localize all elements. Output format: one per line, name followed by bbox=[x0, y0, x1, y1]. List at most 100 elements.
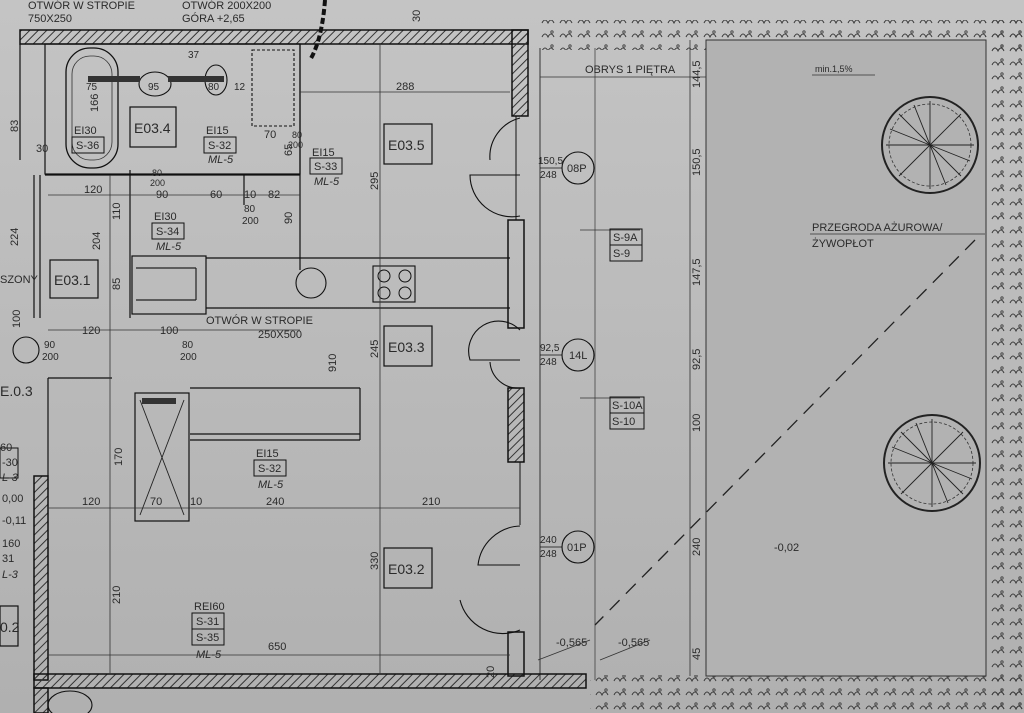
dim: 650 bbox=[268, 641, 286, 653]
partition-diagonal bbox=[594, 239, 976, 626]
level-a: -0,565 bbox=[556, 637, 587, 649]
dim-v: 240 bbox=[691, 538, 703, 556]
room-label: E03.2 bbox=[388, 561, 425, 577]
dim-v: 245 bbox=[369, 340, 381, 358]
wall-code: S-33 bbox=[314, 161, 337, 173]
dim: 80 bbox=[292, 130, 302, 140]
sink-icon bbox=[138, 71, 172, 97]
terrace-area bbox=[705, 39, 987, 677]
room-label: E.0.3 bbox=[0, 383, 33, 399]
door-height: 248 bbox=[540, 549, 557, 560]
bathroom-outline bbox=[44, 43, 301, 175]
window-code: S-10 bbox=[612, 416, 635, 428]
left-word: SZONY bbox=[0, 274, 39, 286]
wall-code: S-34 bbox=[156, 226, 179, 238]
dim: 12 bbox=[234, 82, 246, 93]
dim-v: 90 bbox=[283, 212, 295, 224]
wall-top bbox=[19, 29, 529, 45]
room-label: E03.4 bbox=[134, 120, 171, 136]
window-code: S-9A bbox=[613, 232, 638, 244]
wall-tag-box-s36 bbox=[71, 136, 105, 154]
left-num-1: 60 bbox=[0, 442, 12, 454]
wall-tag-box-s34 bbox=[151, 222, 185, 240]
dim: 60 bbox=[210, 189, 222, 201]
dim-v: 65 bbox=[283, 144, 295, 156]
room-label: E03.1 bbox=[54, 272, 91, 288]
room-tag-box-e032 bbox=[383, 547, 433, 589]
dim-v: 144,5 bbox=[691, 60, 703, 88]
dim-v: 20 bbox=[485, 666, 497, 678]
dim: 90 bbox=[44, 340, 56, 351]
left-sub-1: L-3 bbox=[2, 472, 19, 484]
door-swing-08p bbox=[469, 117, 521, 218]
wall-left-bottom-stub bbox=[33, 687, 49, 713]
pipe-arc bbox=[308, 0, 327, 62]
dim: 80 bbox=[244, 204, 256, 215]
dim-v: 210 bbox=[111, 586, 123, 604]
left-sub-2: L-3 bbox=[2, 569, 19, 581]
door-swing-14l bbox=[468, 320, 521, 389]
room-label: E03.3 bbox=[388, 339, 425, 355]
window-code: S-9 bbox=[613, 248, 630, 260]
opening-left-size: 750X250 bbox=[28, 13, 72, 25]
dim-v: 150,5 bbox=[691, 148, 703, 176]
dim-v: 83 bbox=[9, 120, 21, 132]
left-code-1: -30 bbox=[2, 457, 18, 469]
kitchen-sink-icon bbox=[295, 267, 327, 299]
wall-tag-box-s33 bbox=[309, 157, 343, 175]
obrys-label: OBRYS 1 PIĘTRA bbox=[585, 64, 676, 76]
room-label: 0.2 bbox=[0, 619, 20, 635]
door-code: 14L bbox=[569, 350, 587, 362]
bathtub-icon bbox=[65, 47, 119, 169]
door-size: 240 bbox=[540, 535, 557, 546]
dim-v: 45 bbox=[691, 648, 703, 660]
wall-sub: ML-5 bbox=[208, 154, 234, 166]
dim: 95 bbox=[148, 82, 160, 93]
dim: 120 bbox=[82, 496, 100, 508]
bottom-fixture-icon bbox=[47, 690, 93, 713]
hedge-bottom bbox=[590, 675, 1024, 713]
dim: 82 bbox=[268, 189, 280, 201]
dim: 30 bbox=[36, 143, 48, 155]
wall-rating: EI15 bbox=[206, 125, 229, 137]
dim: 200 bbox=[242, 216, 259, 227]
dim-v: 100 bbox=[691, 414, 703, 432]
dim-v: 295 bbox=[369, 172, 381, 190]
wall-tag-box-s32a bbox=[203, 136, 237, 154]
room-tag-box-e034 bbox=[129, 106, 177, 148]
wall-rating: EI15 bbox=[312, 147, 335, 159]
dim: 120 bbox=[82, 325, 100, 337]
wall-sub: ML-5 bbox=[314, 176, 340, 188]
shaft-cross-2 bbox=[139, 399, 185, 516]
room-tag-box-e035 bbox=[383, 123, 433, 165]
dim: 120 bbox=[84, 184, 102, 196]
dim-v: 110 bbox=[111, 202, 123, 220]
dim: 200 bbox=[150, 178, 165, 188]
dim-v: 92,5 bbox=[691, 349, 703, 370]
shaft bbox=[134, 392, 190, 522]
room-label: E03.5 bbox=[388, 137, 425, 153]
door-height: 248 bbox=[540, 170, 557, 181]
opening-left-label: OTWÓR W STROPIE bbox=[28, 0, 135, 12]
wall-rating: EI15 bbox=[256, 448, 279, 460]
dim-v: 147,5 bbox=[691, 258, 703, 286]
dim: 288 bbox=[396, 81, 414, 93]
level-terrace: -0,02 bbox=[774, 542, 799, 554]
dim-v: 85 bbox=[111, 278, 123, 290]
dim: 70 bbox=[264, 129, 276, 141]
dim: 240 bbox=[266, 496, 284, 508]
dim: 200 bbox=[42, 352, 59, 363]
dim-v: 330 bbox=[369, 552, 381, 570]
opening-mid-size: 250X500 bbox=[258, 329, 302, 341]
dim-v: 204 bbox=[91, 232, 103, 250]
left-code-2: 31 bbox=[2, 553, 14, 565]
dim: 200 bbox=[288, 140, 303, 150]
dim: 80 bbox=[182, 340, 194, 351]
shower-icon bbox=[251, 49, 295, 127]
opening-right-level: GÓRA +2,65 bbox=[182, 12, 245, 25]
dim: 100 bbox=[160, 325, 178, 337]
room-tag-box-e033 bbox=[383, 325, 433, 367]
wall-code: S-35 bbox=[196, 632, 219, 644]
hedge-right bbox=[985, 20, 1024, 713]
room-tag-box-02 bbox=[0, 605, 19, 647]
